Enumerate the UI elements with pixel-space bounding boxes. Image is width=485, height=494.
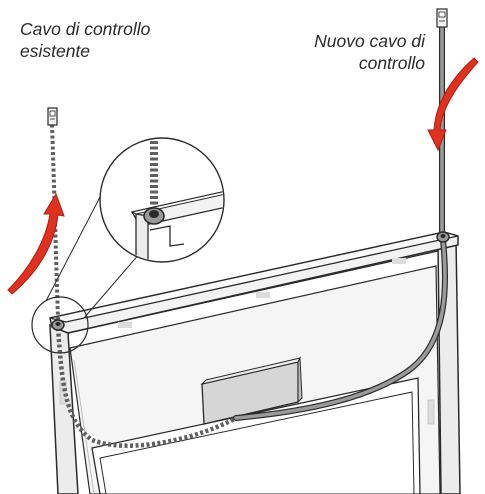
existing-cable-label-line2: esistente bbox=[20, 41, 91, 61]
zoom-detail-circle bbox=[99, 137, 225, 263]
existing-cable-label: Cavo di controllo esistente bbox=[20, 18, 150, 62]
zoom-callout bbox=[31, 137, 225, 354]
zoom-source-circle bbox=[31, 296, 89, 354]
new-cable-connector bbox=[436, 8, 448, 28]
new-cable-label-line1: Nuovo cavo di bbox=[314, 31, 425, 51]
handle-box bbox=[200, 356, 303, 425]
panel-lower-frame-inner bbox=[99, 391, 415, 494]
new-cable-label-line2: controllo bbox=[358, 53, 425, 73]
panel-frame bbox=[49, 231, 461, 494]
existing-cable-label-line1: Cavo di controllo bbox=[20, 19, 151, 39]
existing-cable-path bbox=[55, 327, 238, 448]
new-cable-label: Nuovo cavo di controllo bbox=[314, 30, 425, 74]
panel-right-rail bbox=[437, 236, 461, 494]
left-grommet bbox=[51, 319, 65, 331]
panel-top-inner-edge bbox=[67, 250, 439, 334]
right-grommet bbox=[436, 231, 450, 243]
panel-inner-rib bbox=[73, 359, 95, 494]
existing-cable-connector bbox=[47, 107, 58, 126]
curved-arrow-up-icon bbox=[7, 192, 65, 295]
curved-arrow-down-icon bbox=[427, 57, 479, 152]
